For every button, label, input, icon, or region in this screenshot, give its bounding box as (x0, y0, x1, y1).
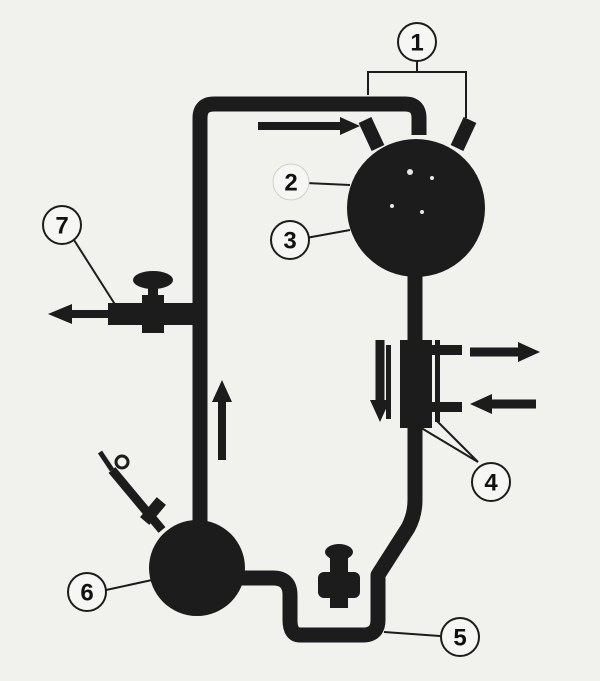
label-1-circle (397, 22, 437, 62)
label-5-circle (440, 617, 480, 657)
label-2-leader (305, 182, 351, 186)
label-4-circle (471, 462, 511, 502)
tube-condenser (226, 270, 423, 643)
label-5-leader (383, 631, 441, 637)
water-outlet-port (432, 345, 462, 355)
label-3-leader (305, 229, 351, 239)
flow-arrow-top (258, 117, 360, 135)
water-out-arrow (470, 342, 540, 362)
label-3-circle (270, 220, 310, 260)
stopcock-knob (133, 271, 173, 289)
label-7-circle (42, 205, 82, 245)
label-6-leader (105, 579, 153, 591)
label-4-leader (435, 419, 479, 463)
side-arm-tip (97, 450, 115, 472)
trap-stopcock-body (318, 572, 360, 598)
spark-spot (407, 169, 413, 175)
stopcock-stem (148, 282, 158, 302)
electrode-left (358, 117, 385, 151)
label-1: 1 (410, 30, 423, 57)
coolant-arrow-down (370, 340, 390, 422)
label-3: 3 (283, 228, 296, 255)
boiling-flask (149, 520, 245, 616)
label-2: 2 (284, 170, 297, 197)
label-4-leader (407, 419, 479, 463)
side-arm (108, 467, 166, 533)
tube-loop (192, 96, 427, 540)
label-7-leader (73, 239, 117, 307)
label-7: 7 (55, 213, 68, 240)
condenser-wall (435, 340, 440, 422)
condenser-wall (386, 345, 391, 419)
water-in-arrow (470, 394, 536, 414)
spark-spot (420, 210, 424, 214)
label-6-circle (67, 572, 107, 612)
outlet-arrow-left (48, 304, 112, 324)
label-4: 4 (484, 470, 498, 497)
water-inlet-port (432, 402, 462, 412)
label-2-circle (272, 163, 310, 201)
electrode-right (450, 117, 477, 151)
spark-spot (430, 176, 434, 180)
side-arm-valve (140, 497, 166, 525)
condenser-jacket (400, 340, 432, 428)
flow-arrow-up (212, 380, 232, 460)
stopcock-barrel (142, 295, 164, 333)
spark-flask (347, 139, 485, 277)
label-6: 6 (80, 580, 93, 607)
spark-spot (390, 204, 394, 208)
label-5: 5 (453, 625, 466, 652)
trap-stopcock-knob (325, 544, 353, 560)
side-arm-handle (114, 454, 130, 470)
